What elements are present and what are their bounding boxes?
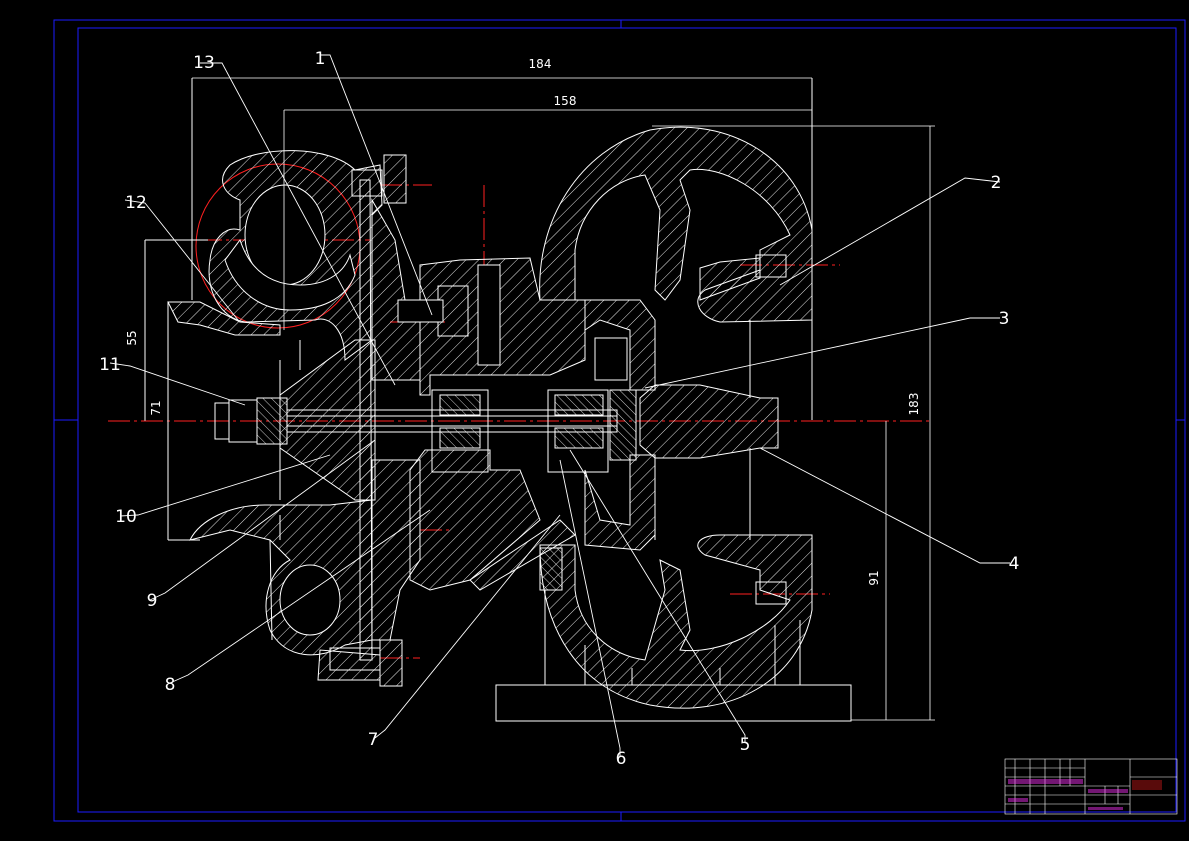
leader-lines (109, 54, 1010, 757)
callout-3: 3 (999, 309, 1010, 329)
dimension-71: 71 (149, 400, 163, 415)
callout-1: 1 (315, 49, 326, 69)
callout-4: 4 (1009, 554, 1020, 574)
callout-11: 11 (99, 355, 121, 375)
callout-7: 7 (368, 730, 379, 750)
callout-2: 2 (991, 173, 1002, 193)
callouts: 1 2 3 4 5 6 7 8 9 10 11 12 13 (99, 49, 1019, 769)
sheet-border (53, 19, 1186, 822)
dimension-55: 55 (125, 330, 139, 345)
callout-5: 5 (740, 735, 751, 755)
callout-13: 13 (193, 53, 215, 73)
title-block (1004, 758, 1178, 815)
dimension-183: 183 (907, 393, 921, 416)
dimension-lines (144, 77, 935, 721)
bearing-housing (397, 257, 656, 591)
callout-12: 12 (125, 193, 147, 213)
dimension-91: 91 (867, 570, 881, 585)
callout-9: 9 (147, 591, 158, 611)
compressor-backplate (329, 154, 421, 687)
callout-6: 6 (616, 749, 627, 769)
base-stand (495, 78, 852, 722)
callout-8: 8 (165, 675, 176, 695)
callout-10: 10 (115, 507, 137, 527)
compressor-housing (167, 150, 383, 681)
dimension-184: 184 (529, 57, 552, 71)
turbine-housing (539, 126, 813, 709)
dimension-158: 158 (554, 94, 577, 108)
